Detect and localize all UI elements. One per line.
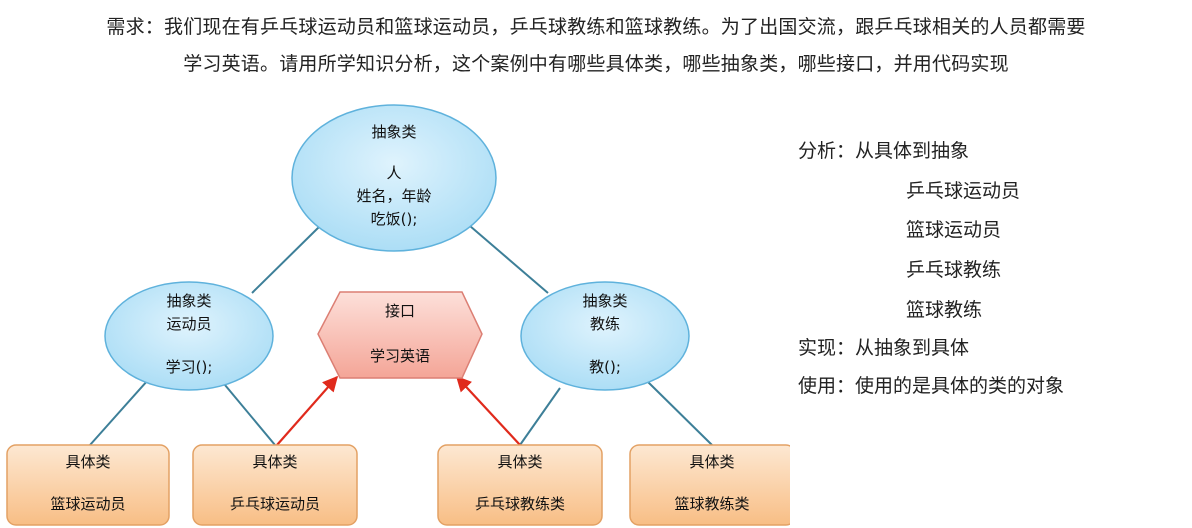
person-method: 吃饭();	[371, 210, 418, 228]
athlete-method: 学习();	[166, 358, 213, 376]
concrete-name: 乒乓球运动员	[230, 495, 320, 513]
person-kind: 抽象类	[371, 123, 416, 141]
coach-method: 教();	[589, 358, 621, 376]
arrow-pingpong-coach-implements	[455, 375, 521, 446]
requirement-line-2: 学习英语。请用所学知识分析，这个案例中有哪些具体类，哪些抽象类，哪些接口，并用代…	[183, 53, 1009, 75]
concrete-name: 篮球运动员	[50, 495, 125, 513]
person-attributes: 姓名，年龄	[356, 187, 431, 205]
interface-learn-english: 接口 学习英语	[317, 291, 483, 379]
person-name: 人	[386, 164, 401, 182]
abstract-class-coach: 抽象类 教练 教();	[520, 281, 690, 391]
abstract-class-person: 抽象类 人 姓名，年龄 吃饭();	[291, 104, 497, 252]
connector-athlete-pingpong-player	[224, 384, 276, 446]
connector-coach-basketball-coach	[647, 381, 713, 446]
concrete-class-basketball-player: 具体类 篮球运动员	[6, 444, 170, 526]
analysis-heading: 分析：从具体到抽象	[798, 140, 970, 162]
connector-coach-pingpong-coach	[519, 387, 561, 446]
concrete-kind: 具体类	[497, 453, 542, 471]
concrete-class-pingpong-player: 具体类 乒乓球运动员	[192, 444, 358, 526]
connector-person-coach	[469, 225, 549, 294]
requirement-line-1: 需求：我们现在有乒乓球运动员和篮球运动员，乒乓球教练和篮球教练。为了出国交流，跟…	[106, 16, 1086, 38]
athlete-name: 运动员	[166, 315, 211, 333]
analysis-item: 篮球运动员	[906, 219, 1002, 241]
class-diagram: 抽象类 人 姓名，年龄 吃饭(); 抽象类 运动员 学习(); 抽象类 教练 教…	[6, 104, 790, 526]
concrete-name: 篮球教练类	[674, 495, 749, 513]
analysis-item: 篮球教练	[906, 299, 983, 321]
analysis-item: 乒乓球运动员	[906, 180, 1021, 202]
concrete-kind: 具体类	[252, 453, 297, 471]
coach-kind: 抽象类	[582, 292, 627, 310]
athlete-kind: 抽象类	[166, 292, 211, 310]
coach-name: 教练	[590, 315, 620, 333]
analysis-item: 乒乓球教练	[906, 259, 1002, 281]
concrete-name: 乒乓球教练类	[475, 495, 565, 513]
analysis-implement: 实现：从抽象到具体	[798, 337, 970, 359]
interface-kind: 接口	[385, 302, 415, 320]
abstract-class-athlete: 抽象类 运动员 学习();	[104, 281, 274, 391]
concrete-class-basketball-coach: 具体类 篮球教练类	[629, 444, 790, 526]
interface-name: 学习英语	[370, 347, 430, 365]
analysis-usage: 使用：使用的是具体的类的对象	[798, 375, 1065, 397]
concrete-kind: 具体类	[689, 453, 734, 471]
connector-person-athlete	[251, 225, 321, 294]
concrete-kind: 具体类	[65, 453, 110, 471]
arrow-pingpong-player-implements	[276, 375, 339, 446]
connector-athlete-basketball-player	[89, 379, 149, 446]
concrete-class-pingpong-coach: 具体类 乒乓球教练类	[437, 444, 603, 526]
